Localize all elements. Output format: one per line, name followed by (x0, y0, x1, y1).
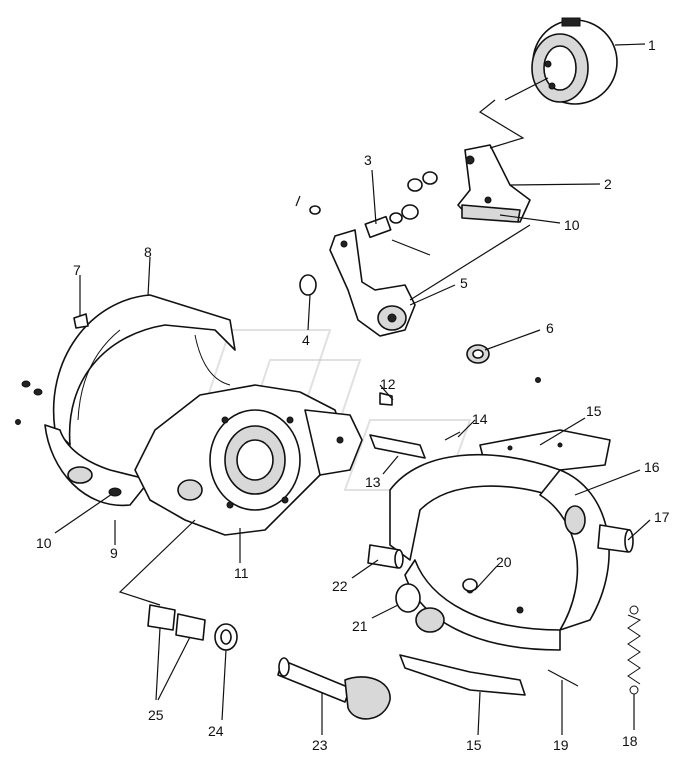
anchor-20-part (462, 578, 478, 592)
slack-adjuster-part (329, 229, 416, 337)
callout-23: 23 (312, 737, 328, 753)
chamber-bracket-part (457, 144, 531, 223)
clevis-pin-part (295, 195, 431, 256)
callout-4: 4 (302, 332, 310, 348)
lower-shield-part (44, 424, 151, 507)
callout-labels: 1 2 3 4 5 6 7 8 9 10 10 11 12 13 14 15 1… (36, 37, 670, 753)
callout-1: 1 (648, 37, 656, 53)
callout-17: 17 (654, 509, 670, 525)
pin-22-part (367, 544, 404, 569)
callout-22: 22 (332, 578, 348, 594)
callout-11: 11 (234, 565, 249, 581)
brake-shoe-assembly-part (389, 453, 610, 651)
callout-21: 21 (352, 618, 368, 634)
fitting-12-part (379, 392, 393, 406)
callout-18: 18 (622, 733, 638, 749)
bushing-pair-25-part (147, 604, 206, 641)
callout-6: 6 (546, 320, 554, 336)
pin-14-part (444, 431, 461, 441)
clip-7-part (73, 313, 89, 329)
washer-4-part (299, 274, 317, 296)
callout-2: 2 (604, 176, 612, 192)
callout-10-left: 10 (36, 535, 52, 551)
callout-9: 9 (110, 545, 118, 561)
dust-shield-part (52, 294, 236, 446)
s-camshaft-part (277, 657, 391, 720)
roller-17-part (597, 524, 634, 553)
callout-25: 25 (148, 707, 164, 723)
callout-10-right: 10 (564, 217, 580, 233)
callout-15-lower: 15 (466, 737, 482, 753)
callout-5: 5 (460, 275, 468, 291)
callout-16: 16 (644, 459, 660, 475)
callout-14: 14 (472, 411, 488, 427)
callout-20: 20 (496, 554, 512, 570)
brake-spider-part (134, 384, 363, 536)
callout-13: 13 (365, 474, 381, 490)
roller-21-part (395, 583, 421, 613)
callout-19: 19 (553, 737, 569, 753)
callout-7: 7 (73, 262, 81, 278)
bolt-parts (15, 380, 43, 425)
camshaft-13-part (369, 434, 426, 459)
callout-24: 24 (208, 723, 224, 739)
seal-ring-part (466, 344, 541, 383)
leader-lines (54, 43, 651, 736)
pin-19-part (547, 669, 579, 687)
callout-15-upper: 15 (586, 403, 602, 419)
callout-8: 8 (144, 244, 152, 260)
return-spring-part (627, 605, 642, 695)
callout-12: 12 (380, 376, 396, 392)
brake-lining-lower-part (399, 654, 526, 696)
brake-chamber-part (504, 17, 618, 105)
nut-parts (389, 171, 438, 224)
bushing-24-part (214, 623, 238, 651)
callout-3: 3 (364, 152, 372, 168)
